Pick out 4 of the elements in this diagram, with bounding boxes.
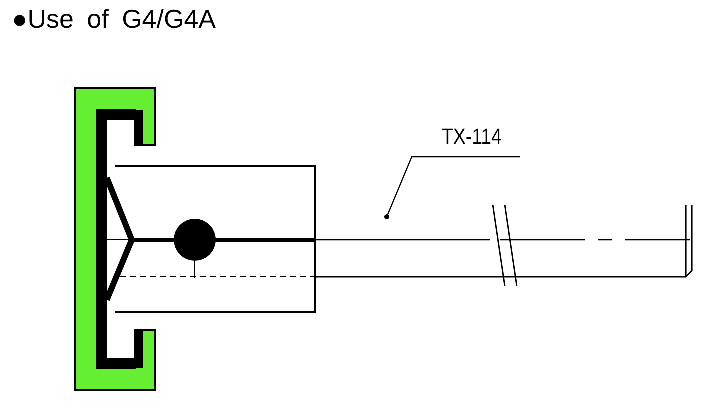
- pipe-drawing: [314, 204, 693, 287]
- diagram-title: ●Use of G4/G4A: [12, 4, 216, 35]
- part-label: TX-114: [442, 124, 502, 150]
- leader-line: [384, 156, 520, 220]
